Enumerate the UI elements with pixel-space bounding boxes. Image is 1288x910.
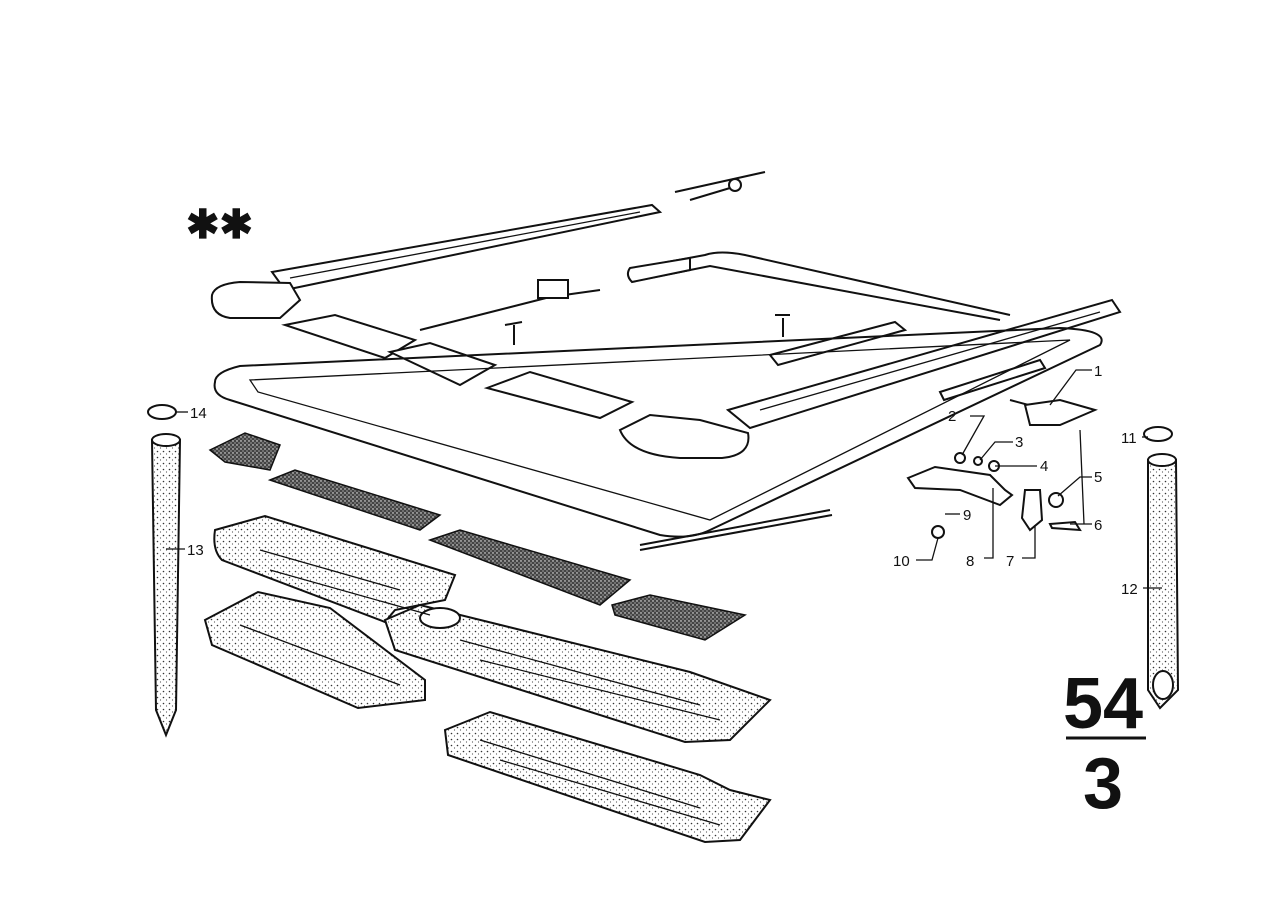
felt-liner-4 [611, 594, 747, 641]
star-marks: ✱✱ [186, 203, 253, 247]
screw-left [504, 321, 523, 345]
link-7 [1020, 489, 1044, 532]
felt-liner-1 [208, 432, 281, 471]
washer-2 [954, 452, 966, 464]
callout-12: 12 [1121, 581, 1138, 598]
bracket-bar [768, 320, 908, 367]
headliner-panel-3 [383, 603, 772, 744]
panel-opening [419, 607, 461, 629]
screw-right [775, 314, 790, 337]
callout-1: 1 [1094, 363, 1102, 380]
callout-7: 7 [1006, 553, 1014, 570]
guide-rail-left [270, 203, 663, 292]
slide-plate-2 [386, 341, 498, 387]
felt-liner-2 [267, 469, 442, 531]
cable-pin [674, 171, 766, 201]
leader-lines [166, 369, 1162, 589]
felt-liner-3 [427, 529, 632, 606]
callout-14: 14 [190, 405, 207, 422]
bushing-5 [1048, 492, 1064, 508]
group-number: 54 [1063, 664, 1143, 744]
callout-6: 6 [1094, 517, 1102, 534]
callout-10: 10 [893, 553, 910, 570]
callout-3: 3 [1015, 434, 1023, 451]
callout-2: 2 [948, 408, 956, 425]
drain-tube-right [1143, 426, 1180, 710]
roof-frame-seal [213, 326, 1103, 538]
headliner-panel-1 [213, 514, 457, 624]
slide-plate-3 [483, 370, 635, 420]
drain-strip [938, 358, 1047, 402]
lever-plate [906, 465, 1014, 507]
hinge-bracket [1009, 398, 1098, 426]
callout-13: 13 [187, 542, 204, 559]
callout-5: 5 [1094, 469, 1102, 486]
corner-plate-right [618, 413, 750, 459]
callout-11: 11 [1121, 430, 1137, 447]
callout-4: 4 [1040, 458, 1048, 475]
drain-tube-left [147, 404, 182, 738]
headliner-panel-2 [203, 590, 426, 710]
sub-number: 3 [1083, 744, 1123, 824]
callout-8: 8 [966, 553, 974, 570]
wind-deflector-seal [639, 509, 833, 551]
pin-6 [1048, 520, 1082, 532]
corner-plate-left [210, 280, 302, 319]
callout-9: 9 [963, 507, 971, 524]
cable-guide [537, 279, 569, 299]
slide-plate-1 [281, 313, 418, 360]
headliner-panel-4 [443, 710, 772, 844]
bolt-10 [931, 525, 945, 539]
frame-seal-upper [634, 251, 1011, 321]
